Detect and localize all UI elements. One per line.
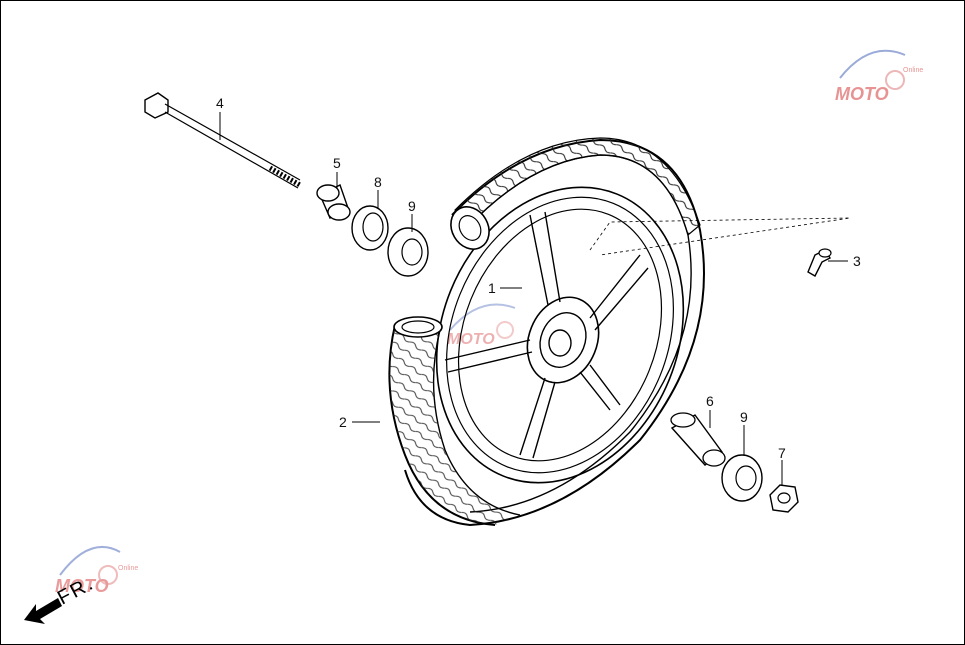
watermark-sub: Online xyxy=(903,67,923,74)
watermark-text-2: MOTO xyxy=(55,576,109,596)
nut-part xyxy=(769,484,799,513)
axle-bolt-part xyxy=(144,92,302,189)
bearing-left-part xyxy=(387,227,429,277)
watermark-top-right: MOTO Online xyxy=(835,49,923,104)
callout-8: 8 xyxy=(374,174,382,190)
watermark-text: MOTO xyxy=(835,84,889,104)
collar-part xyxy=(316,184,351,221)
valve-guide-line xyxy=(589,217,851,256)
callout-9-left: 9 xyxy=(408,198,416,214)
oil-seal-part xyxy=(351,205,389,251)
callout-3: 3 xyxy=(853,253,861,269)
callout-5: 5 xyxy=(333,155,341,171)
valve-part xyxy=(807,248,832,277)
callout-6: 6 xyxy=(706,393,714,409)
callout-4: 4 xyxy=(216,95,224,111)
callout-7: 7 xyxy=(778,445,786,461)
leader-lines xyxy=(219,112,848,485)
wheel-assembly xyxy=(388,137,705,527)
callout-labels: 4 5 8 9 1 2 3 6 9 7 xyxy=(216,95,861,461)
callout-9-right: 9 xyxy=(740,409,748,425)
watermark-sub-2: Online xyxy=(118,565,138,572)
bearing-right-part xyxy=(721,454,763,502)
watermark-center: MOTO xyxy=(447,303,516,348)
callout-2: 2 xyxy=(339,414,347,430)
watermark-text-3: MOTO xyxy=(447,331,495,348)
callout-1: 1 xyxy=(488,280,496,296)
spacer-part xyxy=(670,412,726,467)
arrow-left-icon xyxy=(24,598,62,624)
watermark-bottom-left: MOTO Online xyxy=(55,546,138,596)
